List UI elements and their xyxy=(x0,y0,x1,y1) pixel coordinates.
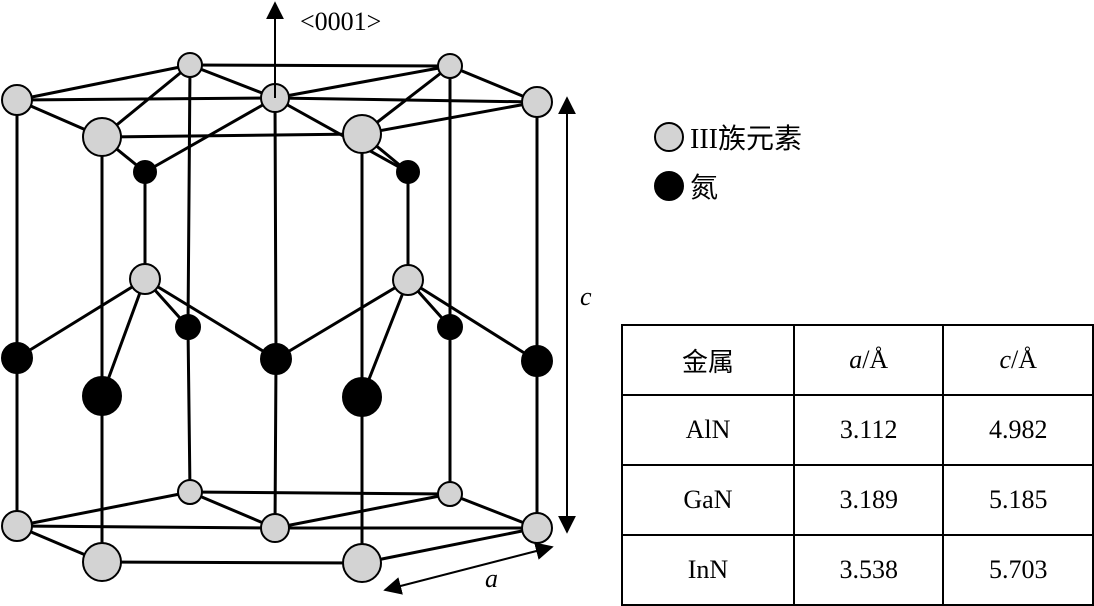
cell-a: 3.189 xyxy=(792,464,945,536)
bond-line xyxy=(188,490,277,530)
header-a-symbol: a xyxy=(849,345,863,374)
bond-line xyxy=(188,63,277,100)
legend-label-nitrogen: 氮 xyxy=(690,173,719,204)
cell-c: 4.982 xyxy=(942,394,1094,466)
bond-line xyxy=(100,277,147,398)
table-header-row: 金属 a/Å c/Å xyxy=(621,324,1094,396)
nitrogen-atom xyxy=(82,376,122,416)
bond-line xyxy=(274,278,410,361)
nitrogen-atom xyxy=(342,377,382,417)
bond-line xyxy=(273,64,452,100)
group3-atom xyxy=(342,114,382,154)
nitrogen-atom xyxy=(260,343,292,375)
group3-atom xyxy=(177,479,203,505)
nitrogen-atom xyxy=(521,345,553,377)
group3-atom xyxy=(260,513,290,543)
bond-line xyxy=(360,278,410,399)
nitrogen-atom xyxy=(1,342,33,374)
nitrogen-atom xyxy=(396,160,420,184)
bond-line xyxy=(15,490,192,528)
header-a-unit: /Å xyxy=(862,345,889,374)
direction-label: <0001> xyxy=(300,7,381,36)
table-row: AlN 3.112 4.982 xyxy=(621,394,1094,466)
nitrogen-atom xyxy=(133,160,157,184)
group3-atom xyxy=(177,52,203,78)
header-cell-c: c/Å xyxy=(942,324,1094,396)
group3-atom xyxy=(521,512,553,544)
c-axis-label: c xyxy=(580,282,592,311)
group3-atom-icon xyxy=(654,122,684,152)
bond-line xyxy=(100,132,364,139)
cell-metal: GaN xyxy=(621,464,795,536)
header-c-unit: /Å xyxy=(1011,345,1037,374)
nitrogen-atom xyxy=(437,314,463,340)
legend-item-nitrogen: 氮 xyxy=(654,166,718,206)
nitrogen-atom xyxy=(175,314,201,340)
bond-line xyxy=(188,490,452,496)
group3-atom xyxy=(437,481,463,507)
group3-atom xyxy=(437,53,463,79)
header-c-symbol: c xyxy=(999,345,1011,374)
atom-layer xyxy=(1,52,553,583)
bond-line xyxy=(186,325,192,494)
bond-line xyxy=(100,560,364,565)
cell-metal: AlN xyxy=(621,394,795,466)
bond-line xyxy=(406,278,539,363)
cell-c: 5.703 xyxy=(942,534,1094,606)
legend-label-group3: III族元素 xyxy=(690,124,802,155)
header-metal-label: 金属 xyxy=(681,347,734,377)
lattice-constant-table: 金属 a/Å c/Å AlN 3.112 4.982 GaN 3.189 5.1… xyxy=(621,324,1094,606)
table-row: GaN 3.189 5.185 xyxy=(621,464,1094,536)
nitrogen-atom-icon xyxy=(654,171,684,201)
bond-line xyxy=(15,277,147,360)
bond-line xyxy=(273,96,278,361)
group3-atom xyxy=(82,542,122,582)
bond-line xyxy=(273,96,410,174)
a-dimension-arrow xyxy=(383,542,554,595)
group3-atom xyxy=(521,86,553,118)
group3-atom xyxy=(82,117,122,157)
bond-line xyxy=(143,277,278,361)
bond-line xyxy=(188,63,452,68)
group3-atom xyxy=(129,263,161,295)
legend-item-group3: III族元素 xyxy=(654,117,802,157)
table-row: InN 3.538 5.703 xyxy=(621,534,1094,606)
cell-a: 3.538 xyxy=(792,534,945,606)
cell-metal: InN xyxy=(621,534,795,606)
cell-a: 3.112 xyxy=(792,394,945,466)
header-cell-a: a/Å xyxy=(792,324,945,396)
group3-atom xyxy=(342,543,382,583)
group3-atom xyxy=(392,264,424,296)
header-cell-metal: 金属 xyxy=(621,324,795,396)
a-axis-label: a xyxy=(485,564,498,593)
bond-line xyxy=(15,63,192,102)
bond-line xyxy=(143,96,277,174)
bond-line xyxy=(15,524,277,530)
bond-line xyxy=(273,492,452,530)
cell-c: 5.185 xyxy=(942,464,1094,536)
group3-atom xyxy=(1,510,33,542)
bond-line xyxy=(186,63,192,329)
bond-line xyxy=(273,357,278,530)
group3-atom xyxy=(1,84,33,116)
bond-line xyxy=(15,96,277,102)
annotations: <0001> xyxy=(266,1,576,595)
